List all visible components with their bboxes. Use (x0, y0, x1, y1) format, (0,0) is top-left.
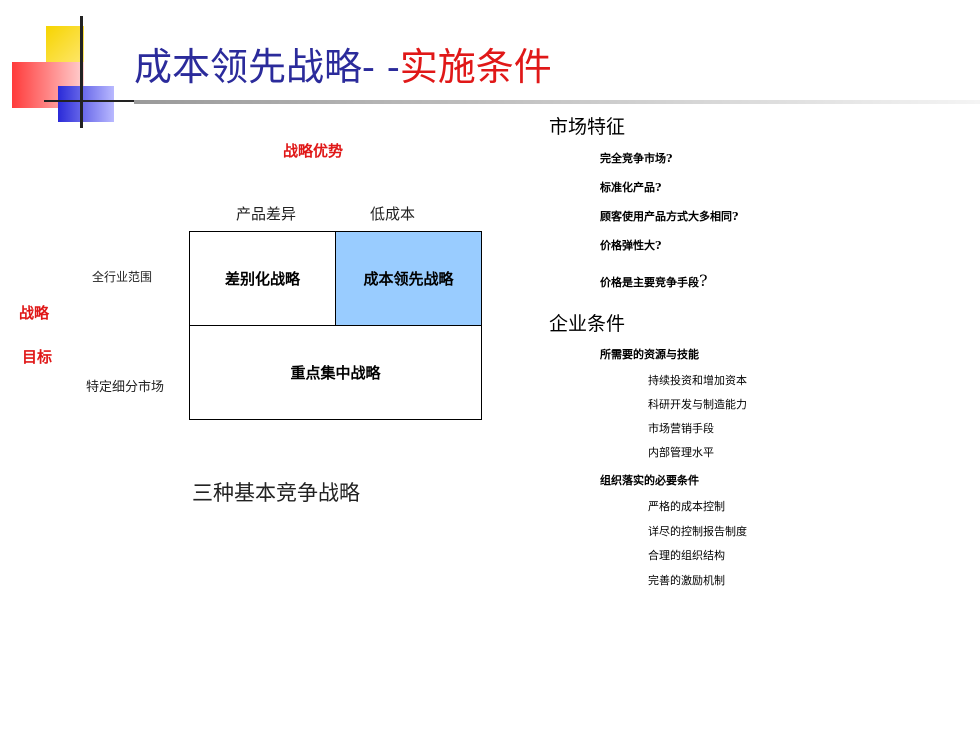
row-label-industry-wide: 全行业范围 (92, 270, 153, 284)
header-decoration-blue (58, 86, 114, 122)
market-item: 顾客使用产品方式大多相同? (600, 210, 739, 223)
resource-item: 市场营销手段 (648, 422, 714, 435)
market-characteristics-heading: 市场特征 (549, 116, 626, 138)
slide-title: 成本领先战略- -实施条件 (134, 42, 552, 92)
column-header-product-differentiation: 产品差异 (236, 205, 297, 223)
organization-item: 详尽的控制报告制度 (648, 525, 747, 538)
market-item: 标准化产品? (600, 181, 662, 194)
organization-requirements-heading: 组织落实的必要条件 (600, 474, 699, 487)
market-item: 价格弹性大? (600, 239, 662, 252)
header-decoration-vertical-line (80, 16, 83, 128)
market-item-question-mark: ? (699, 271, 708, 290)
slide-title-highlight: 实施条件 (399, 45, 552, 89)
market-item-main-competition: 价格是主要竞争手段? (600, 271, 708, 290)
organization-item: 严格的成本控制 (648, 500, 725, 513)
cell-focus-strategy: 重点集中战略 (290, 364, 381, 382)
title-underline (134, 100, 980, 104)
row-label-particular-segment: 特定细分市场 (86, 380, 165, 395)
matrix-caption: 三种基本竞争战略 (192, 481, 360, 505)
cell-differentiation-strategy: 差别化战略 (190, 232, 336, 326)
resource-item: 科研开发与制造能力 (648, 398, 747, 411)
enterprise-conditions-heading: 企业条件 (549, 313, 626, 335)
slide-title-main: 成本领先战略- - (134, 45, 400, 89)
resource-item: 持续投资和增加资本 (648, 374, 747, 387)
strategic-target-label-line2: 目标 (22, 348, 53, 366)
resources-skills-heading: 所需要的资源与技能 (600, 348, 699, 361)
strategic-advantage-label: 战略优势 (283, 142, 344, 160)
strategic-target-label-line1: 战略 (19, 304, 50, 322)
organization-item: 完善的激励机制 (648, 574, 725, 587)
header-decoration-horizontal-line (44, 100, 154, 102)
market-item: 完全竞争市场? (600, 152, 673, 165)
strategy-matrix: 差别化战略 成本领先战略 重点集中战略 (189, 231, 482, 420)
organization-item: 合理的组织结构 (648, 549, 725, 562)
market-item-text: 价格是主要竞争手段 (600, 276, 699, 289)
cell-cost-leadership-strategy: 成本领先战略 (336, 232, 481, 326)
resource-item: 内部管理水平 (648, 446, 714, 459)
column-header-low-cost: 低成本 (370, 205, 416, 223)
